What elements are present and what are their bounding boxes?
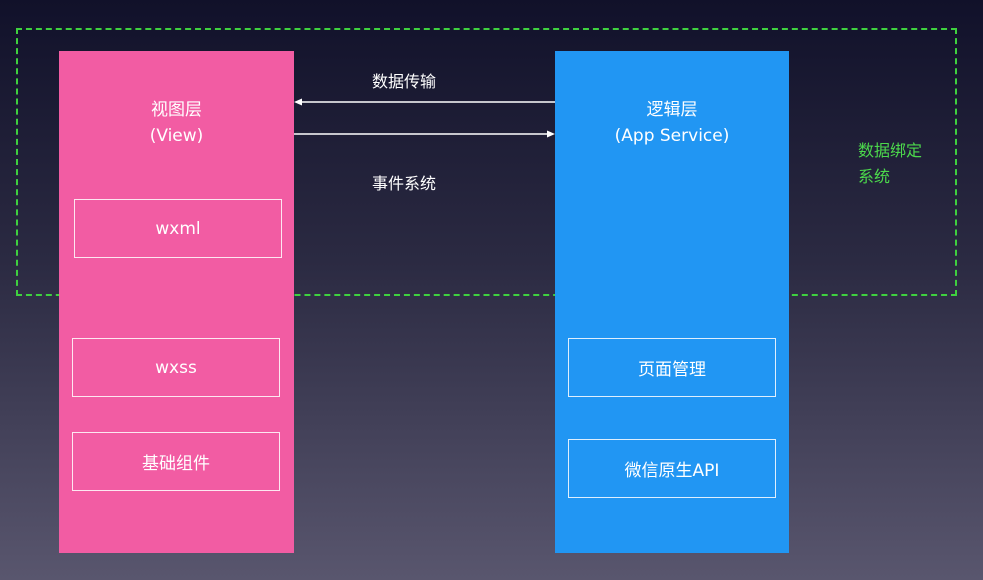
wxml-box: wxml — [74, 199, 282, 258]
page-management-box: 页面管理 — [568, 338, 776, 397]
wechat-native-api-box: 微信原生API — [568, 439, 776, 498]
logic-layer-title: 逻辑层 (App Service) — [555, 97, 789, 149]
logic-layer-title-line2: (App Service) — [614, 126, 730, 146]
event-system-label: 事件系统 — [372, 174, 437, 193]
view-layer-column: 视图层 (View) wxml wxss 基础组件 — [59, 51, 294, 553]
data-binding-label-line2: 系统 — [858, 167, 891, 186]
basic-components-box: 基础组件 — [72, 432, 280, 491]
logic-layer-column: 逻辑层 (App Service) 页面管理 微信原生API — [555, 51, 789, 553]
wxss-box: wxss — [72, 338, 280, 397]
view-layer-title-line1: 视图层 — [151, 100, 202, 120]
view-layer-title-line2: (View) — [149, 126, 204, 146]
data-transfer-label: 数据传输 — [372, 72, 437, 91]
view-layer-title: 视图层 (View) — [59, 97, 294, 149]
data-binding-label-line1: 数据绑定 — [858, 141, 923, 160]
event-system-arrow — [294, 130, 555, 138]
data-transfer-arrow — [294, 98, 555, 106]
data-binding-label: 数据绑定 系统 — [858, 138, 922, 190]
logic-layer-title-line1: 逻辑层 — [646, 100, 698, 120]
